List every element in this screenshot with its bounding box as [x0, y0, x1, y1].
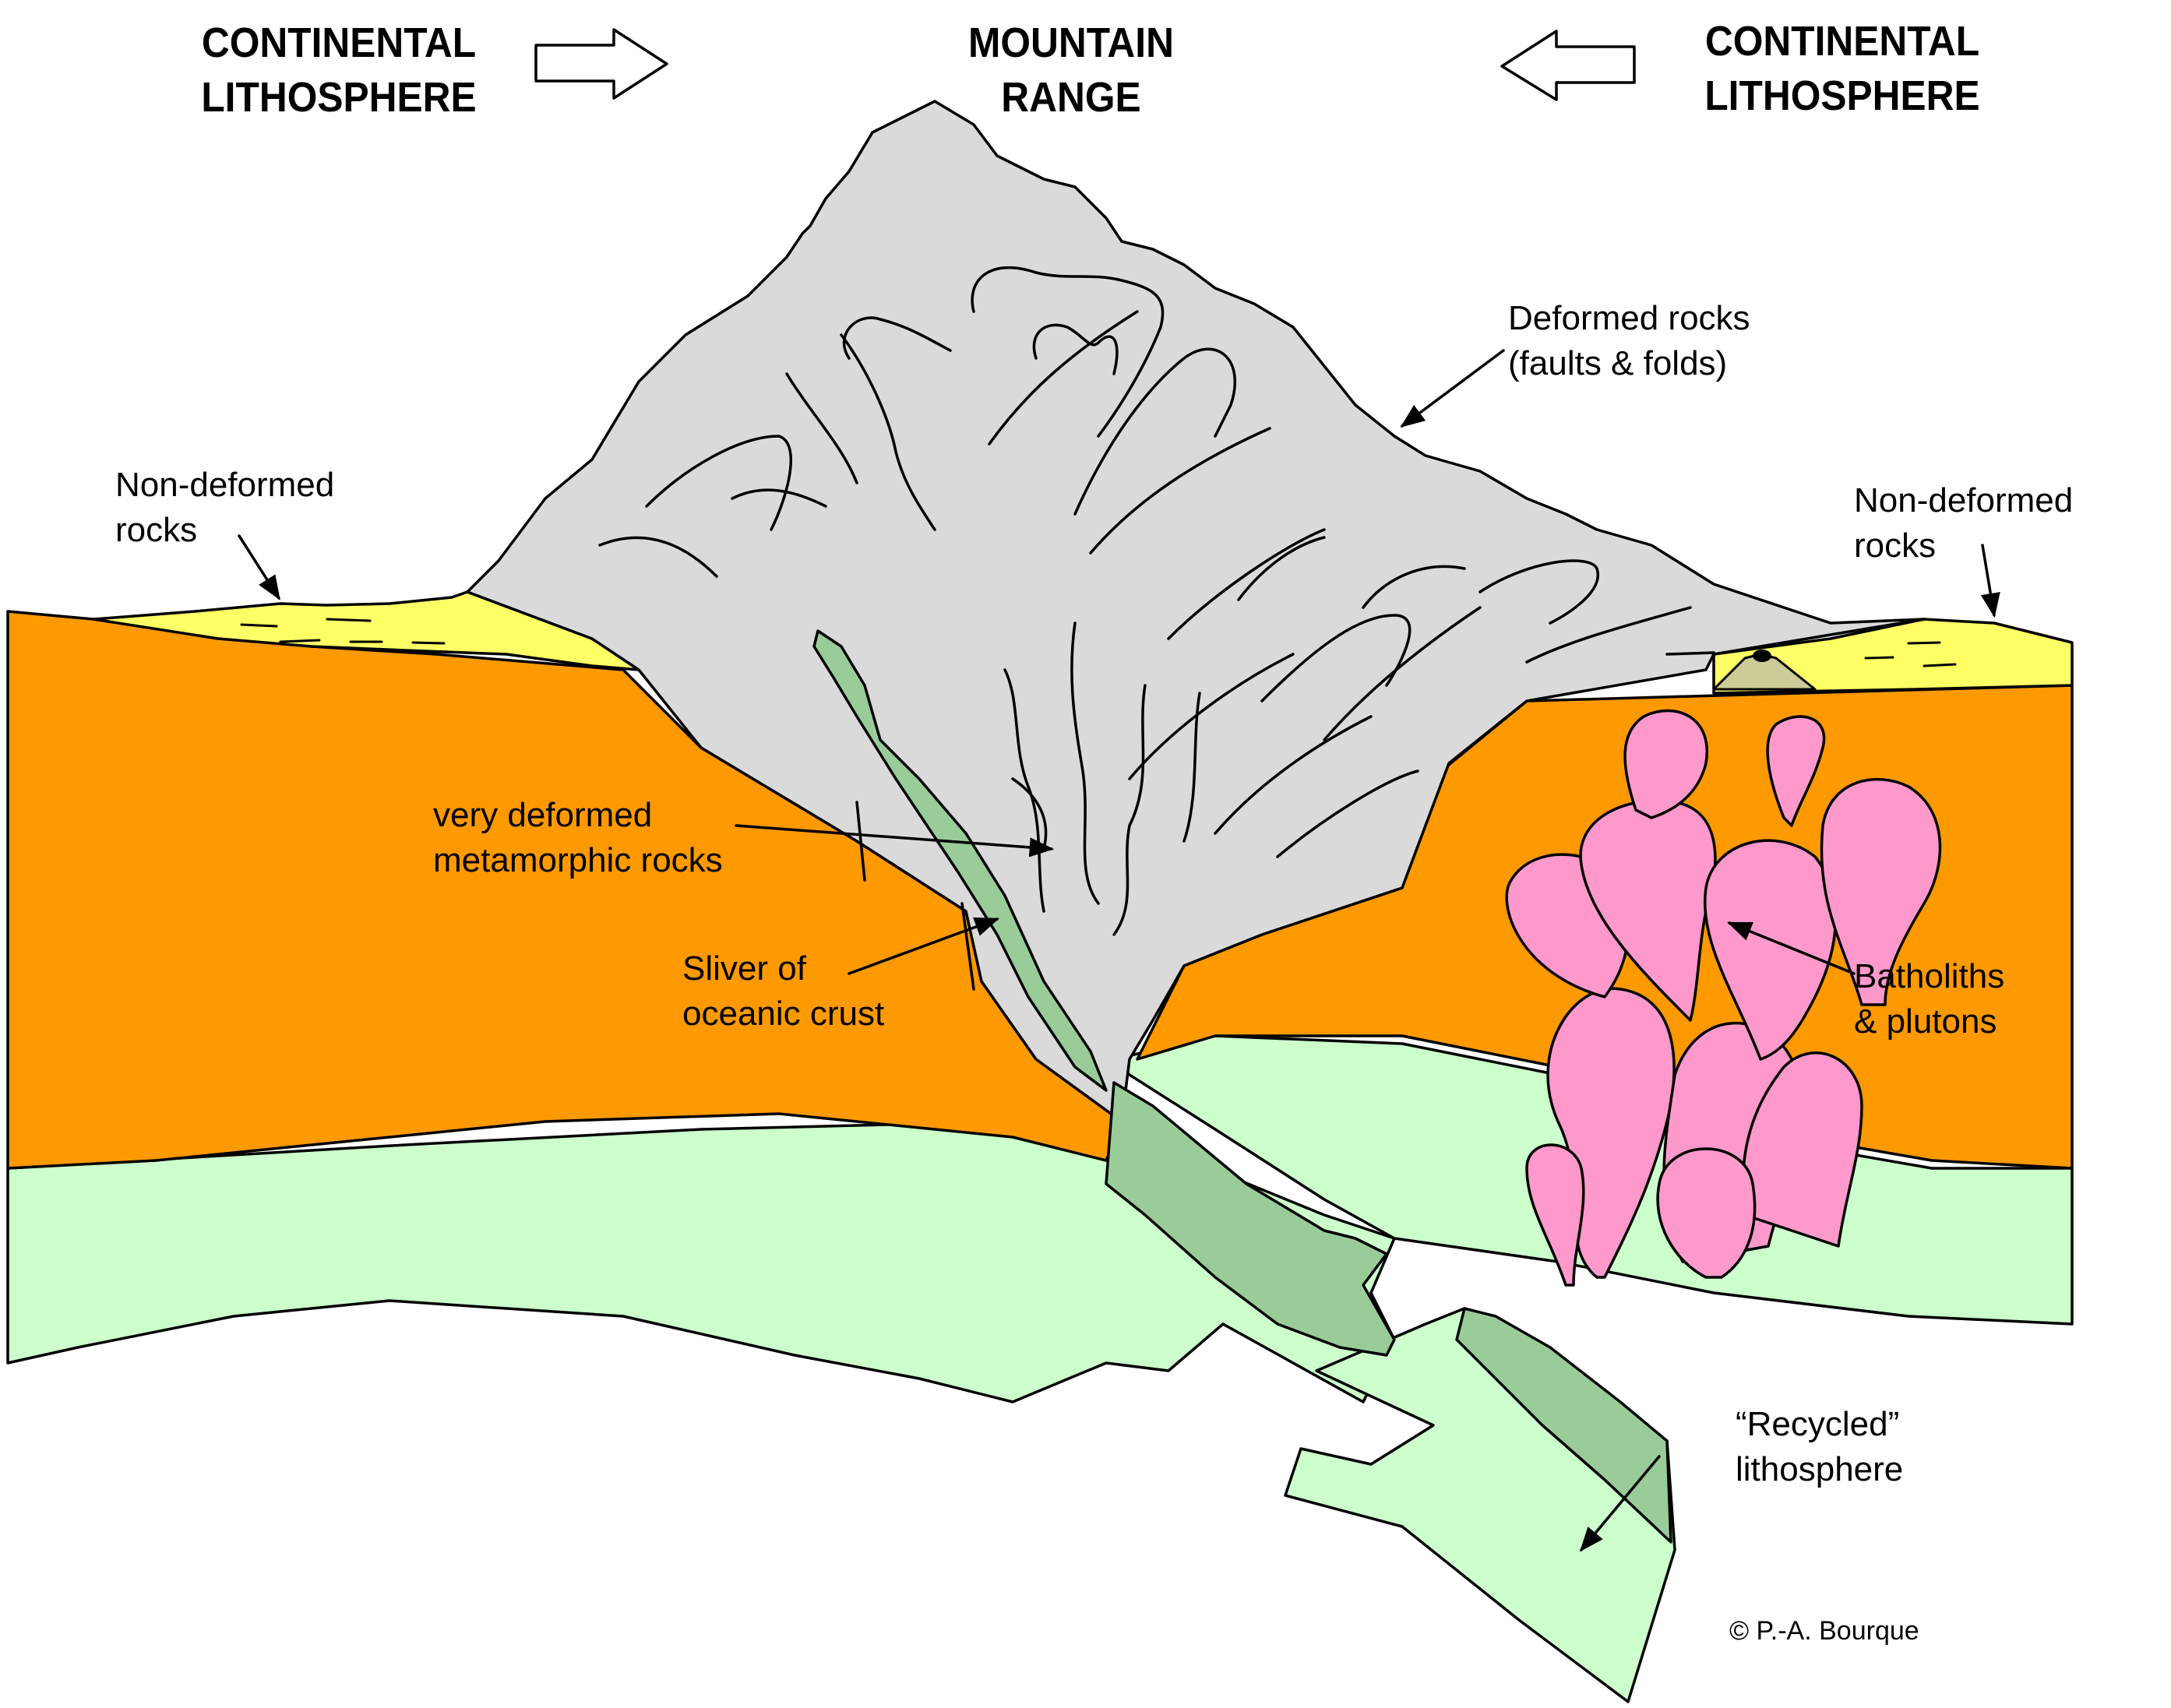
- label-sliver: Sliver of oceanic crust: [682, 949, 885, 1033]
- bedding-dashes: [240, 618, 1957, 667]
- label-very-deformed: very deformed metamorphic rocks: [433, 796, 723, 879]
- mountain-range: [466, 100, 1926, 1123]
- oceanic-crust-sliver: [812, 629, 1108, 1092]
- arrow-right-icon: [534, 28, 668, 100]
- right-title: CONTINENTAL LITHOSPHERE: [1704, 18, 1980, 119]
- label-deformed-rocks: Deformed rocks (faults & folds): [1508, 299, 1750, 382]
- copyright: © P.-A. Bourque: [1729, 1616, 1919, 1646]
- label-batholiths: Batholiths & plutons: [1854, 957, 2005, 1041]
- arrow-non-deformed-right: [1980, 544, 2000, 618]
- subducting-oceanic-crust: [1105, 1081, 1396, 1357]
- left-title: CONTINENTAL LITHOSPHERE: [201, 19, 477, 121]
- volcano-vent: [1753, 650, 1771, 662]
- arrow-very-deformed: [735, 824, 1055, 858]
- fold-lines: [598, 266, 1715, 991]
- label-non-deformed-right: Non-deformed rocks: [1854, 481, 2074, 565]
- recycled-oceanic-crust: [1455, 1307, 1672, 1544]
- center-title: MOUNTAIN RANGE: [967, 19, 1175, 121]
- arrow-batholiths: [1727, 921, 1856, 975]
- arrow-recycled: [1579, 1455, 1661, 1552]
- label-recycled: “Recycled” lithosphere: [1736, 1405, 1904, 1488]
- arrow-left-icon: [1500, 30, 1636, 101]
- recycled-lithosphere: [1284, 1307, 1676, 1703]
- batholiths-plutons: [1505, 709, 1942, 1287]
- label-non-deformed-left: Non-deformed rocks: [115, 466, 335, 549]
- arrow-non-deformed-left: [238, 534, 280, 600]
- leader-arrows: [238, 349, 2000, 1552]
- arrow-sliver: [848, 917, 999, 975]
- arrow-deformed-rocks: [1400, 349, 1505, 428]
